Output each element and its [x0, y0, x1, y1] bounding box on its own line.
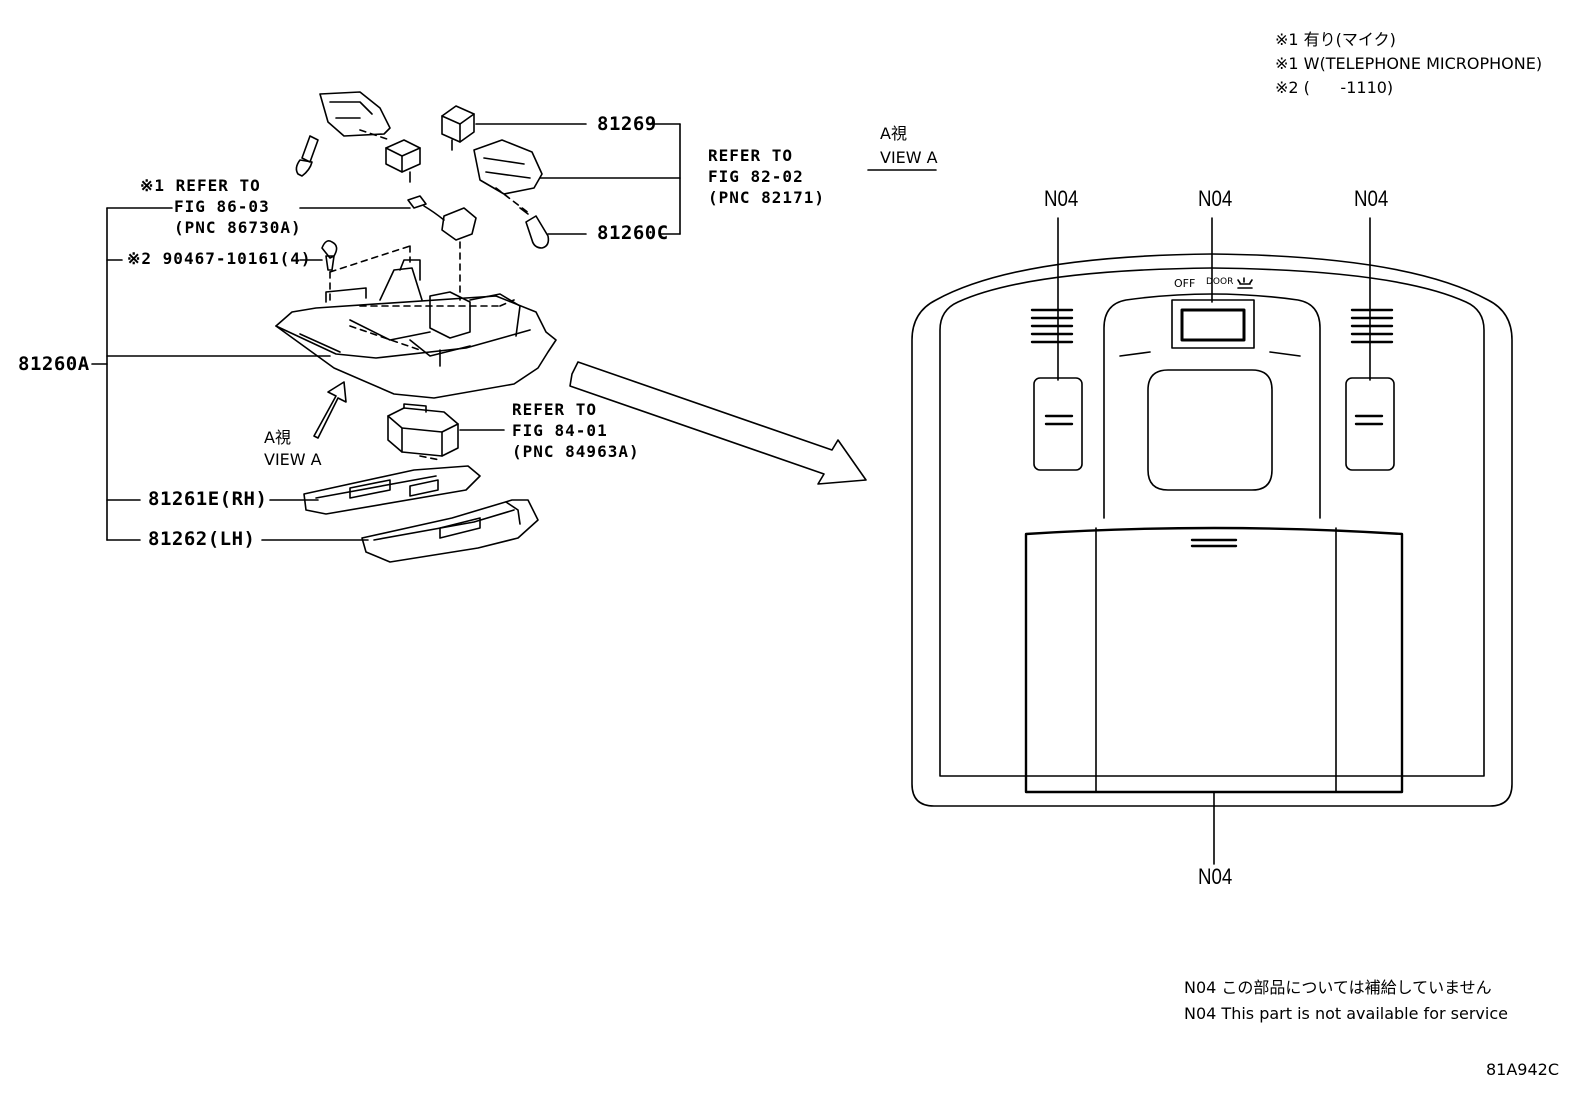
- part-81260C-label: 81260C: [597, 222, 669, 244]
- ref1-line1: ※1 REFER TO: [140, 176, 261, 195]
- part-81260A-label: 81260A: [18, 353, 90, 375]
- view-a-left-en: VIEW A: [264, 450, 322, 469]
- note-1-en: ※1 W(TELEPHONE MICROPHONE): [1275, 54, 1543, 73]
- switch-unit: [387, 403, 459, 461]
- connector-81269: [441, 105, 475, 151]
- switch-label-off: OFF: [1174, 277, 1196, 290]
- ref3-line3: (PNC 84963A): [512, 442, 640, 461]
- lens-81262: [361, 499, 539, 563]
- view-a-direction-arrow: [569, 361, 867, 485]
- ref1-line2: FIG 86-03: [174, 197, 270, 216]
- ref2-line1: REFER TO: [708, 146, 794, 165]
- callout-n04-top-center: N04: [1198, 186, 1233, 211]
- connector-upper-left: [385, 139, 421, 183]
- socket-upper-left: [319, 91, 391, 141]
- view-a-console: [867, 169, 1513, 807]
- bulb-upper-left: [295, 135, 319, 177]
- view-a-left-jp: A視: [264, 428, 291, 447]
- part-81261E-label: 81261E(RH): [148, 488, 268, 510]
- note-1-jp: ※1 有り(マイク): [1275, 30, 1396, 49]
- view-a-arrow-left: [313, 381, 347, 439]
- wire-harness: [407, 195, 477, 301]
- leader-lines: [91, 123, 681, 541]
- clip-90467: [321, 240, 338, 301]
- bulb-81260C: [519, 207, 550, 249]
- n04-leaders: [1057, 217, 1371, 865]
- switch-label-door: DOOR: [1206, 277, 1234, 287]
- note-2: ※2 ( -1110): [1275, 78, 1394, 97]
- part-81262-label: 81262(LH): [148, 528, 256, 550]
- callout-n04-top-left: N04: [1044, 186, 1079, 211]
- ref3-line2: FIG 84-01: [512, 421, 608, 440]
- ref3-line1: REFER TO: [512, 400, 598, 419]
- housing-81260A: [275, 245, 557, 399]
- socket-81260C-housing: [473, 139, 543, 215]
- part-81269-label: 81269: [597, 113, 657, 135]
- callout-n04-top-right: N04: [1354, 186, 1389, 211]
- view-a-right-jp: A視: [880, 124, 907, 143]
- view-a-right-en: VIEW A: [880, 148, 938, 167]
- legend-jp: N04 この部品については補給していません: [1184, 978, 1492, 997]
- ref1-line3: (PNC 86730A): [174, 218, 302, 237]
- ref2-line2: FIG 82-02: [708, 167, 804, 186]
- lens-81261E: [303, 465, 481, 515]
- legend-en: N04 This part is not available for servi…: [1184, 1004, 1508, 1023]
- ref2-line3: (PNC 82171): [708, 188, 825, 207]
- figure-id: 81A942C: [1486, 1060, 1560, 1079]
- callout-n04-bottom: N04: [1198, 864, 1233, 889]
- part-90467-label: ※2 90467-10161(4): [127, 249, 312, 268]
